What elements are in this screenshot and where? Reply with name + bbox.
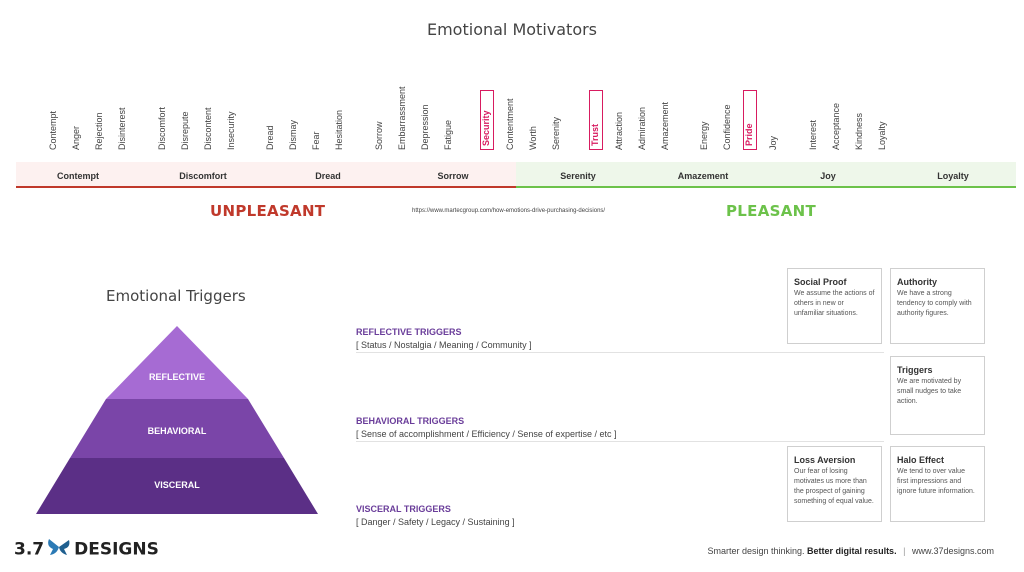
emotion-label-attraction: Attraction [613,111,624,150]
pyramid-reflective-segment [106,326,248,399]
source-url: https://www.martecgroup.com/how-emotions… [412,208,606,214]
footer-tagline: Smarter design thinking. [707,546,805,556]
emotion-label-kindness: Kindness [853,112,864,150]
reflective-triggers-heading: REFLECTIVE TRIGGERS [356,327,462,337]
emotion-label-anger: Anger [71,125,81,150]
triggers-title: Emotional Triggers [106,287,246,305]
logo-number: 3.7 [14,539,45,560]
pyramid-label-behavioral: BEHAVIORAL [147,426,207,436]
emotion-label-disrepute: Disrepute [179,111,190,150]
pyramid-visceral-segment [36,458,318,514]
card-title: Halo Effect [897,455,945,465]
emotion-label-contentment: Contentment [505,98,515,150]
card-description: We tend to over value first impressions … [897,468,975,495]
emotion-label-insecurity: Insecurity [225,111,236,150]
emotion-label-trust: Trust [588,90,603,150]
emotion-label-sorrow: Sorrow [373,121,384,150]
card-description: Our fear of losing motivates us more tha… [794,468,874,505]
card-halo-effect: Halo Effect We tend to over value first … [890,446,985,522]
category-serenity: Serenity [560,171,596,181]
reflective-triggers-list: [ Status / Nostalgia / Meaning / Communi… [356,340,532,350]
category-loyalty: Loyalty [937,171,969,181]
card-social-proof: Social Proof We assume the actions of ot… [787,268,882,344]
card-loss-aversion: Loss Aversion Our fear of losing motivat… [787,446,882,522]
page-title: Emotional Motivators [426,20,598,39]
emotion-label-security: Security [480,90,494,150]
emotion-label-loyalty: Loyalty [876,121,887,150]
card-description: We are motivated by small nudges to take… [897,378,962,405]
divider [356,441,884,442]
butterfly-icon [47,538,71,561]
emotion-label-admiration: Admiration [636,106,647,150]
emotion-label-amazement: Amazement [659,101,670,150]
pyramid-label-reflective: REFLECTIVE [148,372,205,382]
emotion-label-dread: Dread [265,125,275,150]
footer-separator: | [903,546,906,556]
trigger-pyramid [36,326,318,514]
emotion-label-pride: Pride [743,90,757,150]
emotion-label-disinterest: Disinterest [117,107,127,150]
emotion-label-fear: Fear [311,131,321,150]
category-sorrow: Sorrow [437,171,469,181]
behavioral-triggers-heading: BEHAVIORAL TRIGGERS [356,416,465,426]
emotion-label-confidence: Confidence [722,104,732,150]
pyramid-label-visceral: VISCERAL [154,480,200,490]
emotion-label-joy: Joy [768,135,778,150]
card-description: We have a strong tendency to comply with… [897,290,972,317]
emotion-label-contempt: Contempt [48,110,58,150]
emotion-label-discomfort: Discomfort [156,106,167,150]
category-contempt: Contempt [57,171,99,181]
card-title: Triggers [897,365,933,375]
pleasant-bar [516,162,1016,188]
card-triggers: Triggers We are motivated by small nudge… [890,356,985,435]
card-title: Loss Aversion [794,455,856,465]
emotion-label-energy: Energy [699,121,709,150]
unpleasant-bar [16,162,516,188]
emotion-label-serenity: Serenity [551,116,561,150]
emotion-label-rejection: Rejection [94,112,104,150]
card-title: Authority [897,277,937,287]
category-dread: Dread [315,171,341,181]
pyramid-behavioral-segment [70,399,284,458]
category-discomfort: Discomfort [179,171,227,181]
behavioral-triggers-list: [ Sense of accomplishment / Efficiency /… [356,429,617,439]
visceral-triggers-list: [ Danger / Safety / Legacy / Sustaining … [356,517,515,527]
category-amazement: Amazement [677,171,729,181]
visceral-triggers-heading: VISCERAL TRIGGERS [356,504,451,514]
card-title: Social Proof [794,277,847,287]
emotion-label-hesitation: Hesitation [334,109,344,150]
category-joy: Joy [820,171,836,181]
pleasant-label: PLEASANT [726,202,817,220]
brand-logo[interactable]: 3.7 DESIGNS [14,538,159,561]
emotion-label-worth: Worth [528,126,538,150]
footer: Smarter design thinking. Better digital … [707,546,994,556]
logo-text: DESIGNS [74,539,159,560]
emotion-label-depression: Depression [419,104,430,150]
card-authority: Authority We have a strong tendency to c… [890,268,985,344]
emotion-label-acceptance: Acceptance [830,102,841,150]
emotion-label-fatigue: Fatigue [442,119,453,150]
divider [356,352,884,353]
footer-tagline-bold: Better digital results. [807,546,897,556]
emotion-label-discontent: Discontent [202,107,213,150]
emotion-label-interest: Interest [807,119,818,150]
unpleasant-label: UNPLEASANT [210,202,326,220]
emotion-label-dismay: Dismay [288,119,298,150]
emotion-label-embarrassment: Embarrassment [396,86,407,150]
card-description: We assume the actions of others in new o… [794,290,875,317]
footer-website-link[interactable]: www.37designs.com [911,546,994,556]
